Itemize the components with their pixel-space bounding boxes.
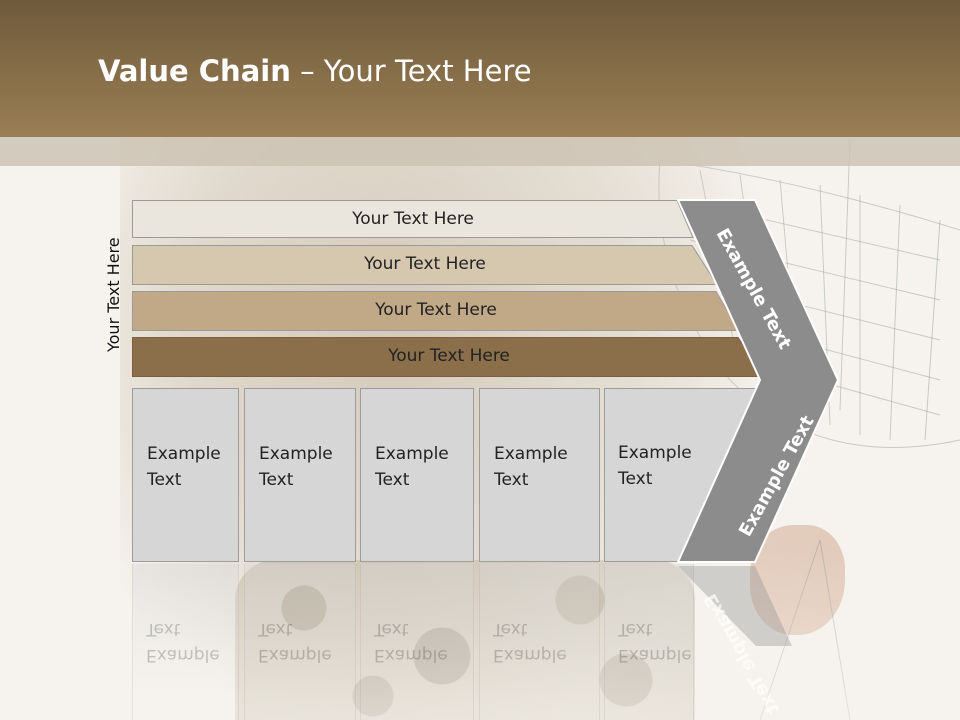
support-bar-4: Your Text Here	[132, 337, 766, 377]
reflection-3-label: Example Text	[374, 619, 448, 665]
support-bar-2-label: Your Text Here	[364, 254, 486, 274]
header-band	[0, 0, 960, 137]
margin-chevron	[676, 199, 840, 563]
primary-box-4: Example Text	[479, 388, 600, 562]
primary-box-1-reflection: Example Text	[132, 564, 239, 720]
primary-box-2-label: Example Text	[259, 444, 333, 490]
support-bar-1-label: Your Text Here	[352, 209, 474, 229]
reflection-1-label: Example Text	[146, 619, 220, 665]
support-bar-3-label: Your Text Here	[375, 300, 497, 320]
primary-box-4-label: Example Text	[494, 444, 568, 490]
slide-title-rest: – Your Text Here	[290, 54, 532, 88]
header-strip	[0, 137, 960, 166]
primary-box-1: Example Text	[132, 388, 239, 562]
primary-box-5-label: Example Text	[618, 443, 692, 489]
primary-box-2: Example Text	[244, 388, 356, 562]
primary-box-4-reflection: Example Text	[479, 564, 600, 720]
photo-bottom-fade	[0, 550, 960, 720]
support-bar-1-shape	[132, 200, 694, 238]
primary-box-1-label: Example Text	[147, 444, 221, 490]
support-bar-4-label: Your Text Here	[388, 346, 510, 366]
primary-box-3: Example Text	[360, 388, 474, 562]
primary-box-3-reflection: Example Text	[360, 564, 474, 720]
margin-chevron-reflection	[678, 566, 792, 646]
support-bar-3: Your Text Here	[132, 291, 740, 331]
primary-box-3-label: Example Text	[375, 444, 449, 490]
support-bar-2: Your Text Here	[132, 245, 718, 285]
primary-box-2-reflection: Example Text	[244, 564, 356, 720]
side-label: Your Text Here	[104, 237, 123, 352]
slide-title: Value Chain – Your Text Here	[98, 54, 532, 88]
reflection-2-label: Example Text	[258, 619, 332, 665]
support-bar-1: Your Text Here	[132, 200, 694, 238]
slide-title-bold: Value Chain	[98, 54, 291, 88]
primary-box-5: Example Text	[604, 388, 760, 562]
reflection-4-label: Example Text	[493, 619, 567, 665]
